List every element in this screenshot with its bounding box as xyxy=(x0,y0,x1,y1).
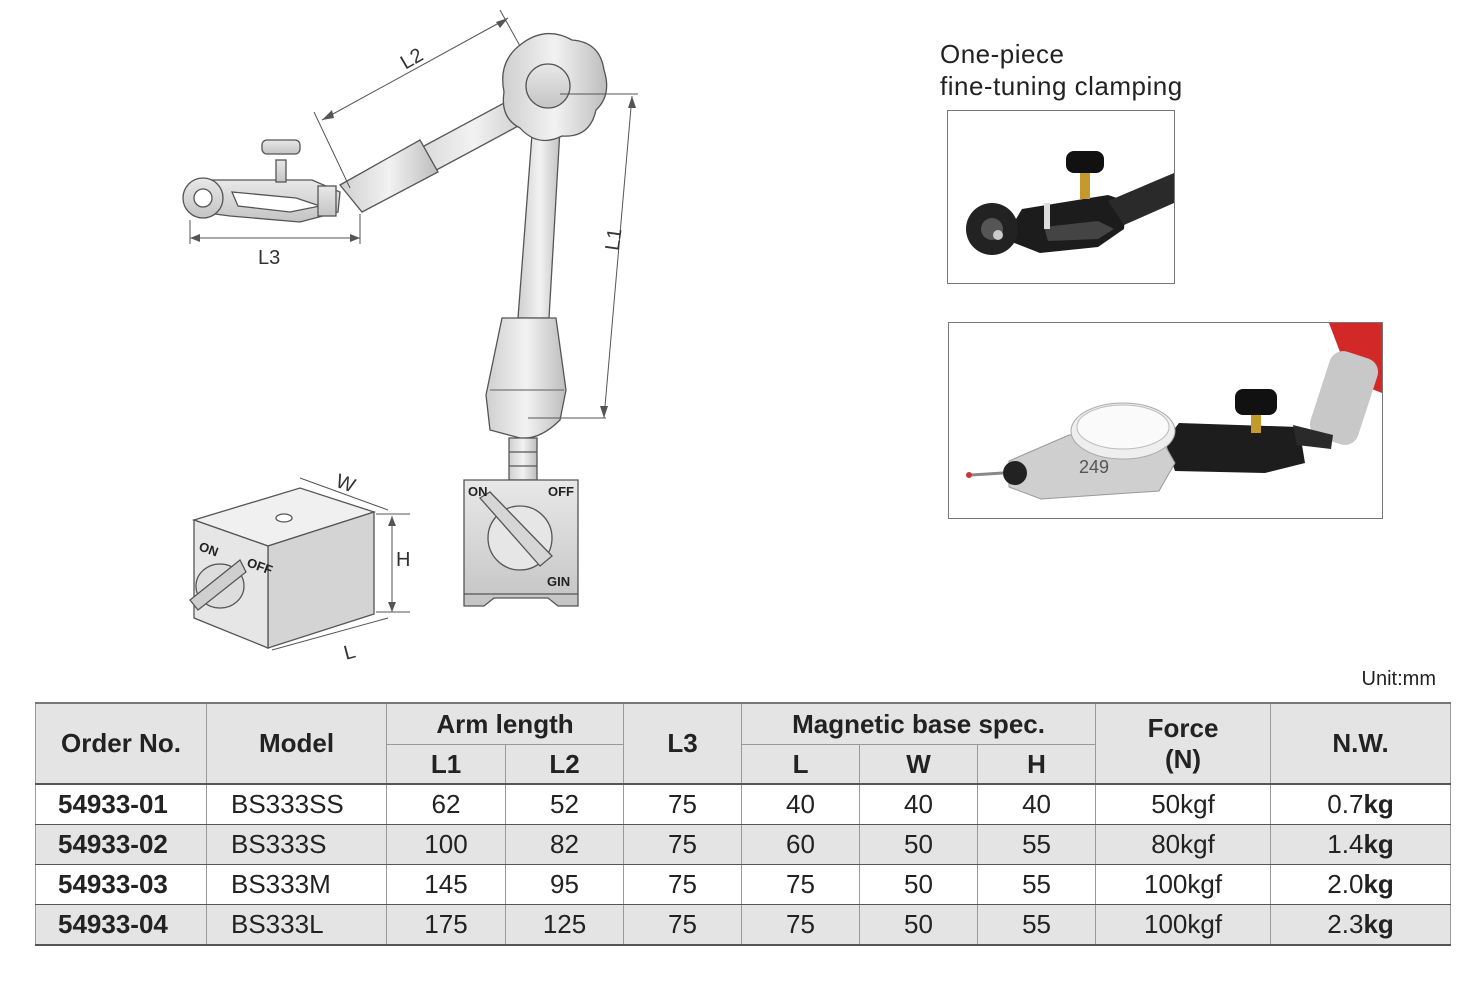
cell-nw: 2.3kg xyxy=(1270,904,1452,946)
cell-base-l: 40 xyxy=(741,784,861,825)
header-force-line1: Force xyxy=(1147,712,1219,743)
cell-model: BS333SS xyxy=(206,784,387,825)
magnetic-base-iso xyxy=(189,487,377,649)
dim-label-l3: L3 xyxy=(258,247,280,269)
articulated-arm xyxy=(339,33,608,481)
clamp-photo xyxy=(947,110,1175,284)
cell-l2: 82 xyxy=(504,824,625,865)
cell-base-w: 50 xyxy=(859,824,979,865)
header-l1: L1 xyxy=(386,744,506,785)
header-magnetic-base: Magnetic base spec. xyxy=(741,702,1097,745)
caption-line-2: fine-tuning clamping xyxy=(940,71,1183,101)
nw-value: 0.7 xyxy=(1327,789,1364,819)
base-front-on-label: ON xyxy=(468,484,488,499)
cell-l2: 52 xyxy=(504,784,625,825)
cell-base-h: 55 xyxy=(977,904,1097,946)
cell-model: BS333L xyxy=(206,904,387,946)
nw-value: 1.4 xyxy=(1327,829,1364,859)
cell-l2: 95 xyxy=(504,864,625,905)
cell-l1: 145 xyxy=(386,864,506,905)
cell-nw: 1.4kg xyxy=(1270,824,1452,865)
dim-label-l2: L2 xyxy=(397,44,427,74)
dim-label-l: L xyxy=(341,641,357,665)
cell-order: 54933-01 xyxy=(35,784,207,825)
cell-base-h: 55 xyxy=(977,864,1097,905)
cell-base-l: 75 xyxy=(741,904,861,946)
spec-table: Order No. Model Arm length L3 Magnetic b… xyxy=(35,702,1452,946)
cell-base-l: 75 xyxy=(741,864,861,905)
cell-order: 54933-03 xyxy=(35,864,207,905)
cell-base-h: 40 xyxy=(977,784,1097,825)
cell-force: 100kgf xyxy=(1095,864,1272,905)
header-force-line2: (N) xyxy=(1164,743,1202,774)
indicator-photo: 249 xyxy=(948,322,1383,519)
nw-unit: kg xyxy=(1363,869,1394,899)
table-row: 54933-03 BS333M 145 95 75 75 50 55 100kg… xyxy=(35,864,1452,905)
cell-base-w: 50 xyxy=(859,904,979,946)
indicator-number: 249 xyxy=(1079,457,1109,477)
header-arm-length: Arm length xyxy=(385,702,625,745)
dim-label-h: H xyxy=(396,549,410,571)
nw-unit: kg xyxy=(1363,789,1394,819)
clamp-head xyxy=(182,139,341,223)
nw-unit: kg xyxy=(1363,829,1394,859)
cell-l1: 100 xyxy=(386,824,506,865)
cell-l1: 175 xyxy=(386,904,506,946)
dim-label-l1: L1 xyxy=(602,227,627,252)
header-force: Force (N) xyxy=(1095,702,1272,785)
base-iso-on-label: ON xyxy=(197,539,220,560)
dim-label-w: W xyxy=(333,470,358,497)
nw-value: 2.3 xyxy=(1327,909,1364,939)
cell-l2: 125 xyxy=(504,904,625,946)
cell-force: 50kgf xyxy=(1095,784,1272,825)
cell-base-w: 50 xyxy=(859,864,979,905)
cell-model: BS333M xyxy=(206,864,387,905)
base-front-brand: GIN xyxy=(547,574,570,589)
cell-order: 54933-02 xyxy=(35,824,207,865)
header-model: Model xyxy=(206,702,387,785)
table-row: 54933-02 BS333S 100 82 75 60 50 55 80kgf… xyxy=(35,824,1452,865)
header-order-no: Order No. xyxy=(35,702,207,785)
cell-l1: 62 xyxy=(386,784,506,825)
cell-order: 54933-04 xyxy=(35,904,207,946)
header-l2: L2 xyxy=(504,744,625,785)
magnetic-base-front xyxy=(463,479,579,607)
base-front-off-label: OFF xyxy=(548,484,574,499)
cell-force: 100kgf xyxy=(1095,904,1272,946)
header-l3: L3 xyxy=(623,702,743,785)
cell-l3: 75 xyxy=(623,824,743,865)
cell-nw: 0.7kg xyxy=(1270,784,1452,825)
header-nw: N.W. xyxy=(1270,702,1452,785)
cell-force: 80kgf xyxy=(1095,824,1272,865)
cell-l3: 75 xyxy=(623,784,743,825)
unit-label: Unit:mm xyxy=(1361,668,1436,690)
cell-l3: 75 xyxy=(623,864,743,905)
cell-base-h: 55 xyxy=(977,824,1097,865)
header-base-w: W xyxy=(859,744,979,785)
cell-nw: 2.0kg xyxy=(1270,864,1452,905)
cell-base-l: 60 xyxy=(741,824,861,865)
header-base-l: L xyxy=(741,744,861,785)
nw-value: 2.0 xyxy=(1327,869,1364,899)
table-row: 54933-04 BS333L 175 125 75 75 50 55 100k… xyxy=(35,904,1452,946)
caption-line-1: One-piece xyxy=(940,39,1065,69)
technical-drawing: L2 L1 L3 W H L ON OFF GIN ON OFF xyxy=(182,9,638,665)
table-row: 54933-01 BS333SS 62 52 75 40 40 40 50kgf… xyxy=(35,784,1452,825)
cell-base-w: 40 xyxy=(859,784,979,825)
feature-caption: One-piece fine-tuning clamping xyxy=(940,38,1183,102)
cell-l3: 75 xyxy=(623,904,743,946)
header-base-h: H xyxy=(977,744,1097,785)
dimension-lines xyxy=(189,9,638,651)
cell-model: BS333S xyxy=(206,824,387,865)
nw-unit: kg xyxy=(1363,909,1394,939)
